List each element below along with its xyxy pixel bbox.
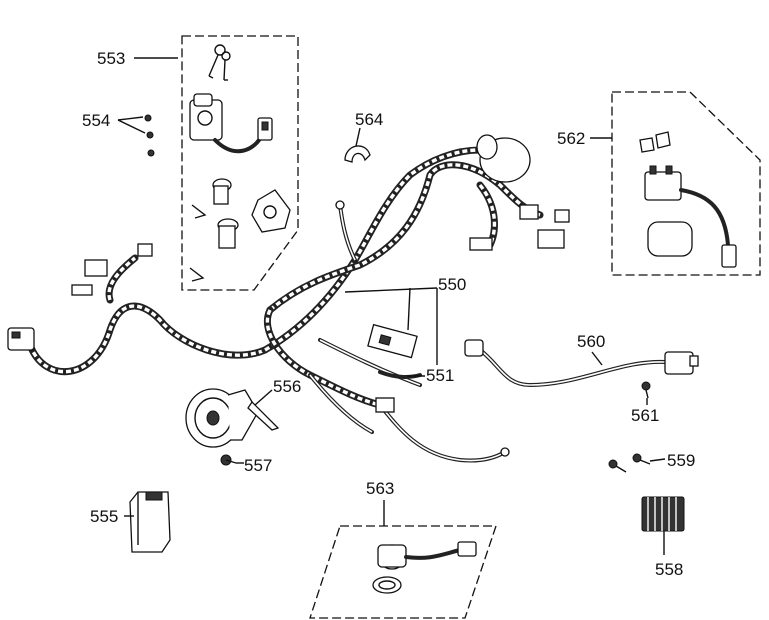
flasher-relay-icon — [309, 525, 497, 619]
rectifier-regulator-icon — [641, 496, 685, 532]
label-554: 554 — [82, 111, 110, 130]
label-564: 564 — [355, 110, 383, 129]
label-551: 551 — [426, 366, 454, 385]
screw-icon — [144, 114, 155, 157]
label-553: 553 — [97, 49, 125, 68]
label-557: 557 — [244, 456, 272, 475]
label-550: 550 — [438, 275, 466, 294]
bolt-icon — [641, 381, 651, 399]
label-561: 561 — [631, 406, 659, 425]
label-560: 560 — [577, 332, 605, 351]
label-563: 563 — [366, 479, 394, 498]
screw-icon — [608, 453, 651, 473]
label-555: 555 — [90, 507, 118, 526]
starter-relay-icon — [611, 91, 761, 276]
label-559: 559 — [667, 451, 695, 470]
wire-clamp-icon — [344, 145, 371, 163]
ignition-switch-lock-set-icon — [181, 35, 299, 291]
cdi-unit-icon — [129, 491, 171, 553]
fuse-holder-icon — [367, 323, 422, 379]
bolt-icon — [220, 454, 237, 466]
label-556: 556 — [273, 377, 301, 396]
label-562: 562 — [557, 129, 585, 148]
horn-icon — [185, 388, 280, 448]
ignition-coil-icon — [464, 339, 699, 388]
wiring-harness-icon — [7, 134, 570, 463]
label-558: 558 — [655, 560, 683, 579]
